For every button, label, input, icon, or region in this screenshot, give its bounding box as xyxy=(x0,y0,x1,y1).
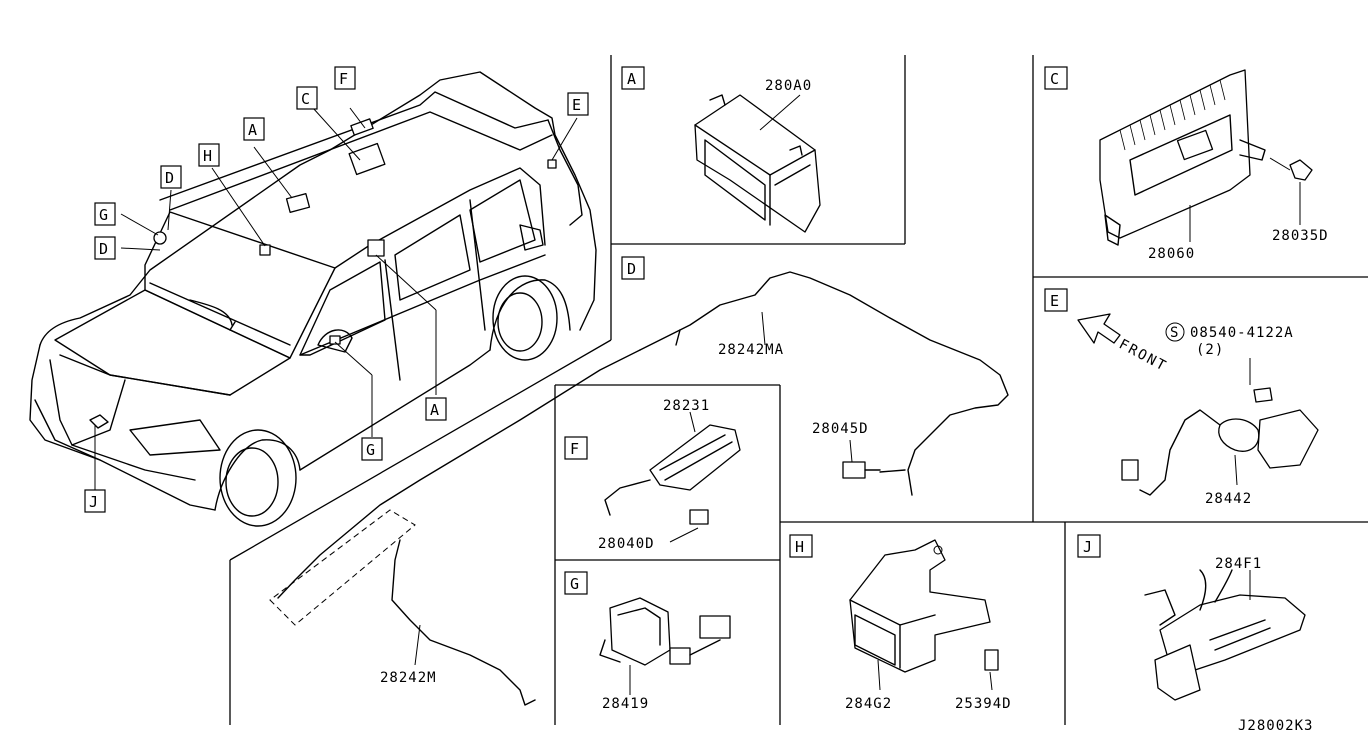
callout-A-vehicle: A xyxy=(248,121,257,139)
part-28419: 28419 xyxy=(602,696,649,712)
section-E: E FRONT S 08540-4122A (2) 28442 xyxy=(1044,288,1319,507)
vehicle-callouts: F C A H D G D E A G J xyxy=(84,66,589,513)
callout-G-vehicle-top: G xyxy=(99,206,108,224)
callout-A-vehicle-lower: A xyxy=(430,401,439,419)
section-F-label: F xyxy=(570,440,579,458)
callout-C-vehicle: C xyxy=(301,90,310,108)
part-08540-qty: (2) xyxy=(1196,342,1224,358)
section-frames xyxy=(229,55,1368,725)
section-J-label: J xyxy=(1083,538,1092,556)
part-28035D: 28035D xyxy=(1272,228,1329,244)
callout-J-vehicle: J xyxy=(89,493,98,511)
section-G: G 28419 xyxy=(564,571,731,712)
part-28045D: 28045D xyxy=(812,421,869,437)
part-28442: 28442 xyxy=(1205,491,1252,507)
callout-H-vehicle: H xyxy=(203,147,212,165)
section-J: J 284F1 xyxy=(1077,534,1306,701)
section-A: A 280A0 xyxy=(621,66,821,233)
part-284F1: 284F1 xyxy=(1215,556,1262,572)
section-D: D 28045D 28242MA 28242M xyxy=(269,256,1009,706)
front-label: FRONT xyxy=(1116,336,1170,375)
vehicle-overview xyxy=(29,71,597,527)
callout-D-vehicle-top: D xyxy=(165,169,174,187)
vehicle-leader-lines xyxy=(94,107,578,490)
part-28242MA: 28242MA xyxy=(718,342,784,358)
section-H: H 284G2 25394D xyxy=(789,534,1012,712)
callout-E-vehicle: E xyxy=(572,96,581,114)
section-D-label: D xyxy=(627,260,636,278)
callout-D-vehicle-side: D xyxy=(99,240,108,258)
callout-G-vehicle-lower: G xyxy=(366,441,375,459)
part-25394D: 25394D xyxy=(955,696,1012,712)
section-F: F 28231 28040D xyxy=(564,398,741,552)
callout-F-vehicle: F xyxy=(339,70,348,88)
diagram-code: J28002K3 xyxy=(1238,718,1313,734)
part-28060: 28060 xyxy=(1148,246,1195,262)
vehicle-components xyxy=(153,118,557,345)
section-C: C 28060 28035D xyxy=(1044,66,1329,262)
section-E-label: E xyxy=(1050,292,1059,310)
part-28242M: 28242M xyxy=(380,670,437,686)
section-C-label: C xyxy=(1050,70,1059,88)
section-H-label: H xyxy=(795,538,804,556)
part-08540-4122A: 08540-4122A xyxy=(1190,325,1294,341)
part-28040D: 28040D xyxy=(598,536,655,552)
s-mark: S xyxy=(1170,325,1179,341)
part-284G2: 284G2 xyxy=(845,696,892,712)
section-G-label: G xyxy=(570,575,579,593)
part-280A0: 280A0 xyxy=(765,78,812,94)
front-arrow-icon xyxy=(1077,313,1121,344)
section-A-label: A xyxy=(627,70,636,88)
part-28231: 28231 xyxy=(663,398,710,414)
